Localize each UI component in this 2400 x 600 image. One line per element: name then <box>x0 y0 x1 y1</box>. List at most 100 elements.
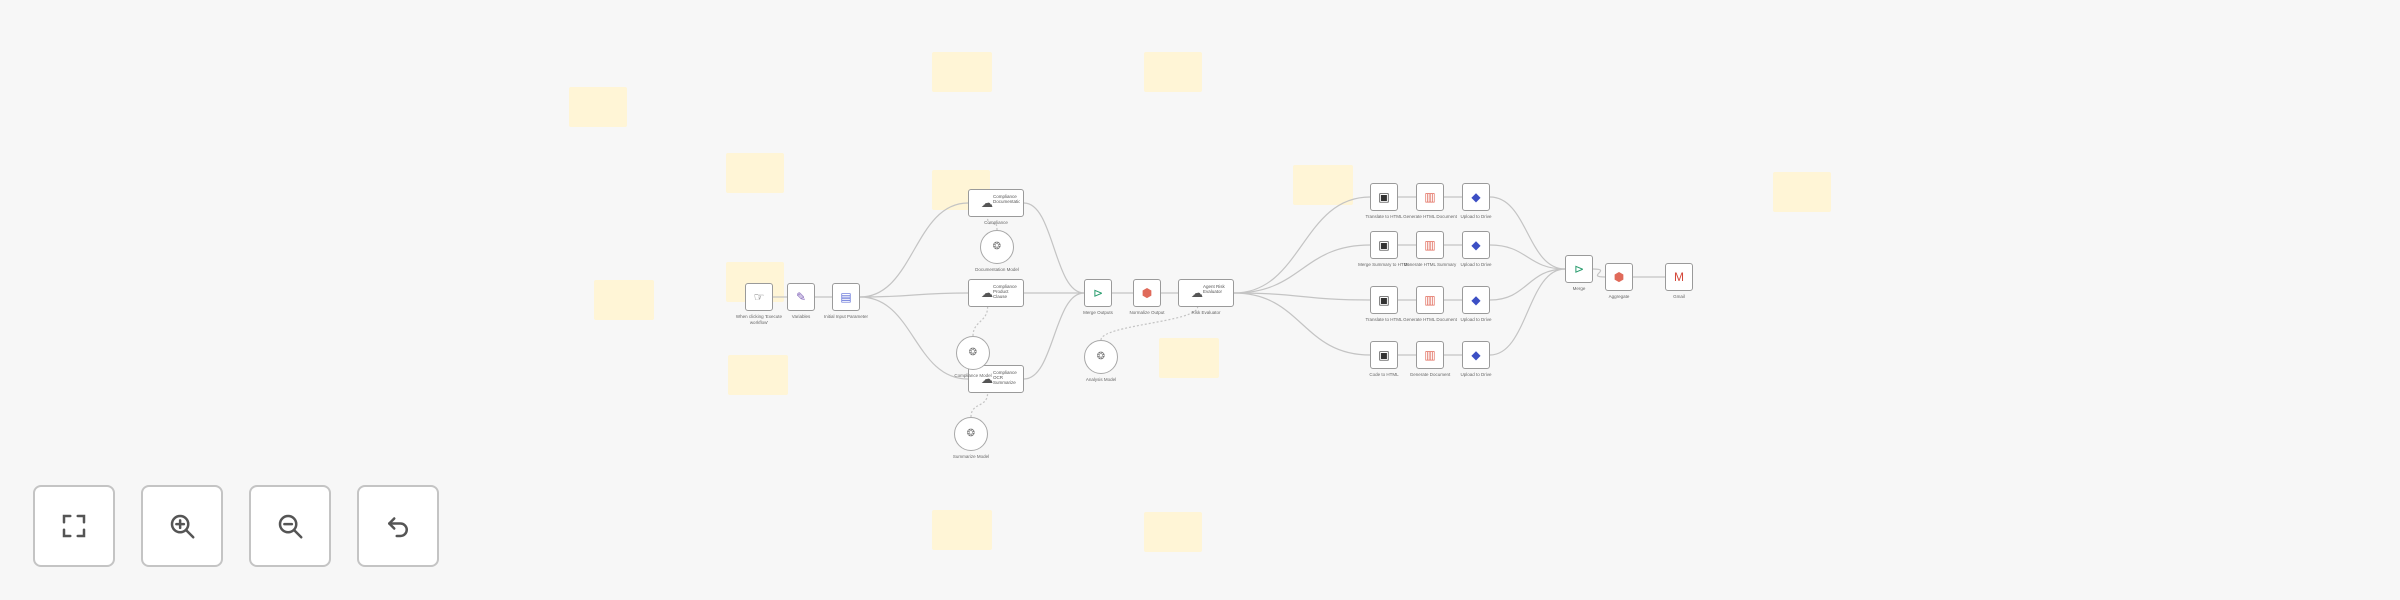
workflow-node[interactable]: ▣ <box>1370 341 1398 369</box>
code-icon: ⬢ <box>1613 270 1625 284</box>
connection-line <box>987 216 998 231</box>
node-label: Merge Outputs <box>1083 310 1113 315</box>
connection-line <box>1233 244 1371 294</box>
workflow-node[interactable]: ▥ <box>1416 341 1444 369</box>
zoom-in-icon <box>170 514 195 539</box>
node-label: Code to HTML <box>1369 372 1399 377</box>
model-icon: ❂ <box>1096 351 1106 362</box>
edit-icon: ✎ <box>795 290 807 304</box>
sub-node-label: Summarize Model <box>952 454 990 459</box>
node-label: Generate Document <box>1409 372 1451 377</box>
zoom-out-button[interactable] <box>249 485 331 567</box>
node-label: Translate to HTML <box>1365 317 1403 322</box>
cloud-ai-icon: ☁ <box>1191 286 1203 300</box>
sticky-note[interactable] <box>569 87 627 127</box>
workflow-node[interactable]: ▥ <box>1416 286 1444 314</box>
node-title: Compliance Product Clause <box>993 284 1017 299</box>
model-icon: ❂ <box>992 241 1002 252</box>
workflow-node[interactable]: ☞ <box>745 283 773 311</box>
workflow-node[interactable]: ▤ <box>832 283 860 311</box>
node-title: Agent Risk Evaluator <box>1203 284 1225 294</box>
model-sub-node[interactable]: ❂ <box>1084 340 1118 374</box>
connection-line <box>1592 268 1606 278</box>
node-label: Generate HTML Summary <box>1403 262 1457 267</box>
terminal-icon: ▣ <box>1378 190 1390 204</box>
workflow-node[interactable]: ▣ <box>1370 231 1398 259</box>
connection-line <box>970 392 989 418</box>
upload-icon: ◆ <box>1471 293 1481 307</box>
connection-line <box>1233 292 1371 356</box>
workflow-node[interactable]: ✎ <box>787 283 815 311</box>
cloud-ai-icon: ☁ <box>981 372 993 386</box>
zoom-out-icon <box>278 514 303 539</box>
workflow-node[interactable]: ◆ <box>1462 183 1490 211</box>
upload-icon: ◆ <box>1471 238 1481 252</box>
node-title: Compliance Documentation <box>993 194 1020 204</box>
terminal-icon: ▣ <box>1378 293 1390 307</box>
workflow-node[interactable]: ▥ <box>1416 231 1444 259</box>
sticky-note[interactable] <box>726 153 784 193</box>
sticky-note[interactable] <box>932 52 992 92</box>
file-icon: ▥ <box>1424 238 1436 252</box>
reset-zoom-icon <box>388 517 408 538</box>
upload-icon: ◆ <box>1471 348 1481 362</box>
merge-icon: ⊳ <box>1092 286 1104 300</box>
model-icon: ❂ <box>966 428 976 439</box>
connection-line <box>1233 292 1371 301</box>
node-label: Upload to Drive <box>1460 372 1492 377</box>
terminal-icon: ▣ <box>1378 238 1390 252</box>
sticky-note[interactable] <box>594 280 654 320</box>
upload-icon: ◆ <box>1471 190 1481 204</box>
workflow-node[interactable]: ▣ <box>1370 286 1398 314</box>
connection-line <box>1489 268 1566 301</box>
workflow-node[interactable]: ⬢ <box>1605 263 1633 291</box>
file-icon: ▥ <box>1424 190 1436 204</box>
node-title: Compliance OCR Summarize <box>993 370 1017 385</box>
node-label: Aggregate <box>1608 294 1630 299</box>
node-label: Upload to Drive <box>1460 262 1492 267</box>
node-label: Generate HTML Document <box>1403 214 1457 219</box>
cursor-icon: ☞ <box>753 290 765 304</box>
node-label: Compliance <box>984 220 1008 225</box>
model-sub-node[interactable]: ❂ <box>954 417 988 451</box>
connection-line <box>1233 196 1371 294</box>
workflow-node[interactable]: ◆ <box>1462 341 1490 369</box>
sticky-note[interactable] <box>932 510 992 550</box>
workflow-node[interactable]: ☁Agent Risk Evaluator <box>1178 279 1234 307</box>
workflow-node[interactable]: ◆ <box>1462 231 1490 259</box>
workflow-node[interactable]: ▥ <box>1416 183 1444 211</box>
sticky-note[interactable] <box>1159 338 1219 378</box>
node-label: When clicking 'Execute workflow' <box>735 314 783 325</box>
workflow-node[interactable]: ☁Compliance Product Clause <box>968 279 1024 307</box>
workflow-node[interactable]: ☁Compliance Documentation <box>968 189 1024 217</box>
zoom-in-button[interactable] <box>141 485 223 567</box>
form-icon: ▤ <box>840 290 852 304</box>
fit-view-button[interactable] <box>33 485 115 567</box>
reset-zoom-button[interactable] <box>357 485 439 567</box>
model-sub-node[interactable]: ❂ <box>980 230 1014 264</box>
node-label: Initial Input Parameter <box>823 314 869 319</box>
workflow-node[interactable]: ⊳ <box>1565 255 1593 283</box>
model-sub-node[interactable]: ❂ <box>956 336 990 370</box>
sticky-note[interactable] <box>1144 512 1202 552</box>
workflow-node[interactable]: ▣ <box>1370 183 1398 211</box>
connection-line <box>859 296 969 380</box>
sticky-note[interactable] <box>1144 52 1202 92</box>
sticky-note[interactable] <box>728 355 788 395</box>
sticky-note[interactable] <box>1773 172 1831 212</box>
node-label: Normalize Output <box>1129 310 1165 315</box>
gmail-icon: M <box>1674 270 1684 284</box>
node-label: Translate to HTML <box>1365 214 1403 219</box>
workflow-node[interactable]: ☁Compliance OCR Summarize <box>968 365 1024 393</box>
node-label: Gmail <box>1673 294 1685 299</box>
file-icon: ▥ <box>1424 293 1436 307</box>
sticky-note[interactable] <box>1293 165 1353 205</box>
terminal-icon: ▣ <box>1378 348 1390 362</box>
sub-node-label: Documentation Model <box>975 267 1019 272</box>
workflow-node[interactable]: M <box>1665 263 1693 291</box>
node-label: Generate HTML Document <box>1403 317 1457 322</box>
workflow-node[interactable]: ⬢ <box>1133 279 1161 307</box>
workflow-node[interactable]: ⊳ <box>1084 279 1112 307</box>
workflow-node[interactable]: ◆ <box>1462 286 1490 314</box>
